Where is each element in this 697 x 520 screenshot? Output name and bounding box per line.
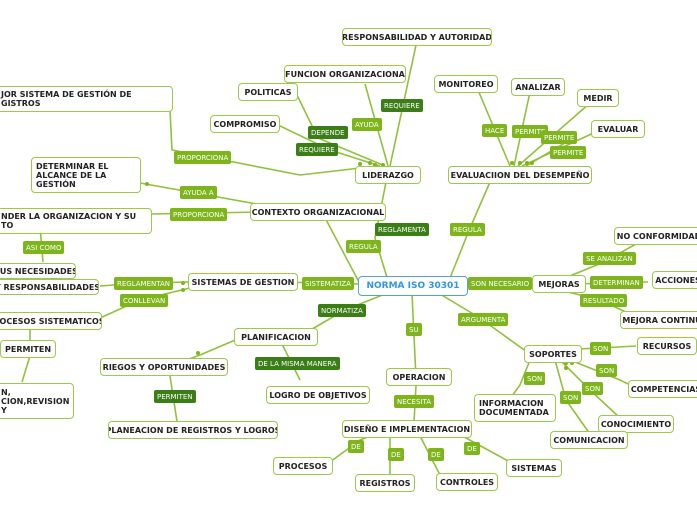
label-necesita: NECESITA	[394, 395, 434, 408]
node-analizar[interactable]: ANALIZAR	[511, 78, 565, 96]
label-son-3: SON	[582, 382, 604, 395]
label-asi-como: ASI COMO	[23, 241, 65, 254]
label-sistematiza: SISTEMATIZA	[302, 277, 354, 290]
node-determinar-alcance[interactable]: DETERMINAR EL ALCANCE DE LA GESTIÓN	[31, 157, 141, 193]
label-de-4: DE	[464, 442, 480, 455]
node-no-conformidad[interactable]: NO CONFORMIDAD	[614, 227, 697, 245]
label-reglamenta: REGLAMENTA	[375, 223, 429, 236]
node-sus-necesidades[interactable]: SUS NECESIDADES	[0, 263, 76, 279]
node-acciones[interactable]: ACCIONES	[652, 271, 697, 289]
label-proporciona-2: PROPORCIONA	[170, 208, 228, 221]
node-operacion[interactable]: OPERACION	[386, 368, 452, 386]
label-ayuda-a: AYUDA A	[180, 186, 217, 199]
node-controles[interactable]: CONTROLES	[436, 473, 498, 491]
label-se-analizan: SE ANALIZAN	[583, 252, 636, 265]
label-de-2: DE	[388, 448, 404, 461]
node-procesos[interactable]: PROCESOS	[273, 457, 333, 475]
node-compromiso[interactable]: COMPROMISO	[210, 115, 280, 133]
label-son-necesario: SON NECESARIO	[468, 277, 533, 290]
node-diseno[interactable]: DISEÑO E IMPLEMENTACION	[342, 420, 472, 438]
label-regula-1: REGULA	[346, 240, 381, 253]
node-responsabilidad[interactable]: RESPONSABILIDAD Y AUTORIDAD	[342, 28, 492, 46]
node-informacion[interactable]: INFORMACION DOCUMENTADA	[474, 394, 556, 422]
node-evaluacion[interactable]: EVALUACIION DEL DESEMPEÑO	[448, 166, 592, 184]
node-procesos-sistematicos[interactable]: ROCESOS SISTEMATICOS	[0, 312, 102, 330]
label-normatiza: NORMATIZA	[318, 304, 366, 317]
label-de-1: DE	[348, 440, 364, 453]
node-sistemas[interactable]: SISTEMAS	[506, 459, 562, 477]
node-evaluar[interactable]: EVALUAR	[591, 120, 645, 138]
label-son-4: SON	[560, 391, 582, 404]
node-soportes[interactable]: SOPORTES	[524, 345, 582, 363]
label-resultado: RESULTADO	[580, 294, 628, 307]
label-son-1: SON	[590, 342, 612, 355]
label-conllevan: CONLLEVAN	[120, 294, 169, 307]
label-argumenta: ARGUMENTA	[458, 313, 509, 326]
node-logro[interactable]: LOGRO DE OBJETIVOS	[266, 386, 370, 404]
label-ayuda: AYUDA	[352, 118, 382, 131]
node-liderazgo[interactable]: LIDERAZGO	[355, 166, 421, 184]
node-recursos[interactable]: RECURSOS	[637, 337, 697, 355]
label-permite-3: PERMITE	[550, 146, 587, 159]
node-comunicacion[interactable]: COMUNICACION	[550, 431, 628, 449]
label-de-la-misma-manera: DE LA MISMA MANERA	[255, 357, 340, 370]
node-sistemas-gestion[interactable]: SISTEMAS DE GESTION	[188, 273, 298, 291]
node-mejoras[interactable]: MEJORAS	[532, 275, 586, 293]
node-conocimiento[interactable]: CONOCIMIENTO	[598, 415, 674, 433]
node-registros[interactable]: REGISTROS	[355, 474, 415, 492]
node-medir[interactable]: MEDIR	[577, 89, 619, 107]
label-requiere-2: REQUIERE	[296, 143, 338, 156]
label-regula-2: REGULA	[450, 223, 485, 236]
node-bottom-left-text[interactable]: N,CION,REVISION Y	[0, 383, 74, 419]
node-responsabilidades[interactable]: Y RESPONSABILIDADES	[0, 279, 99, 295]
node-competencias[interactable]: COMPETENCIAS	[628, 380, 697, 398]
node-riegos[interactable]: RIEGOS Y OPORTUNIDADES	[100, 358, 228, 376]
label-su: SU	[406, 323, 422, 336]
node-planeacion[interactable]: PLANEACION DE REGISTROS Y LOGROS	[108, 421, 278, 439]
label-son-5: SON	[524, 372, 546, 385]
label-permite-2: PERMITE	[541, 131, 578, 144]
label-proporciona-1: PROPORCIONA	[174, 151, 232, 164]
label-hace: HACE	[482, 124, 508, 137]
node-monitoreo[interactable]: MONITOREO	[434, 75, 498, 93]
label-determinan: DETERMINAN	[590, 276, 643, 289]
label-permiten: PERMITEN	[154, 390, 196, 403]
label-permite-1: PERMITE	[512, 125, 549, 138]
node-politicas[interactable]: POLITICAS	[238, 83, 298, 101]
label-requiere-1: REQUIERE	[381, 99, 423, 112]
node-permiten-box[interactable]: PERMITEN	[0, 340, 56, 358]
node-contexto[interactable]: CONTEXTO ORGANIZACIONAL	[250, 203, 386, 221]
label-de-3: DE	[428, 448, 444, 461]
label-son-2: SON	[596, 364, 618, 377]
label-depende: DEPENDE	[308, 126, 348, 139]
node-mejora-continua[interactable]: MEJORA CONTINU	[620, 311, 697, 329]
node-planificacion[interactable]: PLANIFICACION	[234, 328, 318, 346]
label-reglamentan: REGLAMENTAN	[114, 277, 174, 290]
central-topic[interactable]: NORMA ISO 30301	[358, 276, 468, 296]
node-funcion-org[interactable]: FUNCION ORGANIZACIONA	[284, 65, 406, 83]
